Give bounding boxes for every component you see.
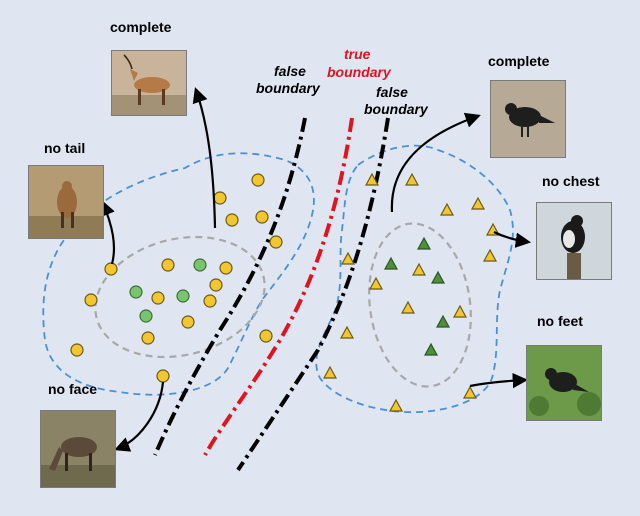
bird-complete-thumbnail	[490, 80, 566, 158]
false-boundary-right	[236, 117, 390, 472]
bird-no-chest-thumbnail	[536, 202, 612, 280]
bird-feature-points	[322, 172, 501, 412]
label-false-boundary-right-2: boundary	[364, 101, 428, 117]
antelope-complete-thumbnail	[111, 50, 187, 116]
label-true-boundary-1: true	[344, 46, 371, 62]
label-false-boundary-left-1: false	[274, 63, 306, 79]
arrow-to-no-tail	[100, 200, 116, 265]
bird-no-feet-thumbnail	[526, 345, 602, 421]
label-no-chest: no chest	[542, 173, 600, 189]
arrows	[100, 87, 532, 452]
antelope-feature-points	[70, 173, 283, 383]
label-false-boundary-right-1: false	[376, 84, 408, 100]
label-complete-antelope: complete	[110, 19, 172, 35]
arrow-to-no-feet	[469, 372, 529, 389]
label-complete-bird: complete	[488, 53, 550, 69]
label-no-face: no face	[48, 381, 98, 397]
arrow-to-no-chest	[493, 231, 532, 248]
arrow-to-no-face	[114, 381, 165, 452]
false-boundary-left	[153, 117, 307, 456]
label-no-feet: no feet	[537, 313, 583, 329]
right-outer-cluster	[315, 144, 514, 414]
right-inner-cluster	[368, 222, 472, 388]
label-no-tail: no tail	[44, 140, 86, 156]
label-false-boundary-left-2: boundary	[256, 80, 320, 96]
antelope-no-face-thumbnail	[40, 410, 116, 488]
arrow-to-complete-antelope	[192, 87, 217, 229]
arrow-to-complete-bird	[390, 112, 481, 213]
antelope-no-tail-thumbnail	[28, 165, 104, 239]
left-inner-cluster	[94, 235, 266, 359]
label-true-boundary-2: boundary	[327, 64, 391, 80]
true-boundary	[203, 117, 354, 456]
